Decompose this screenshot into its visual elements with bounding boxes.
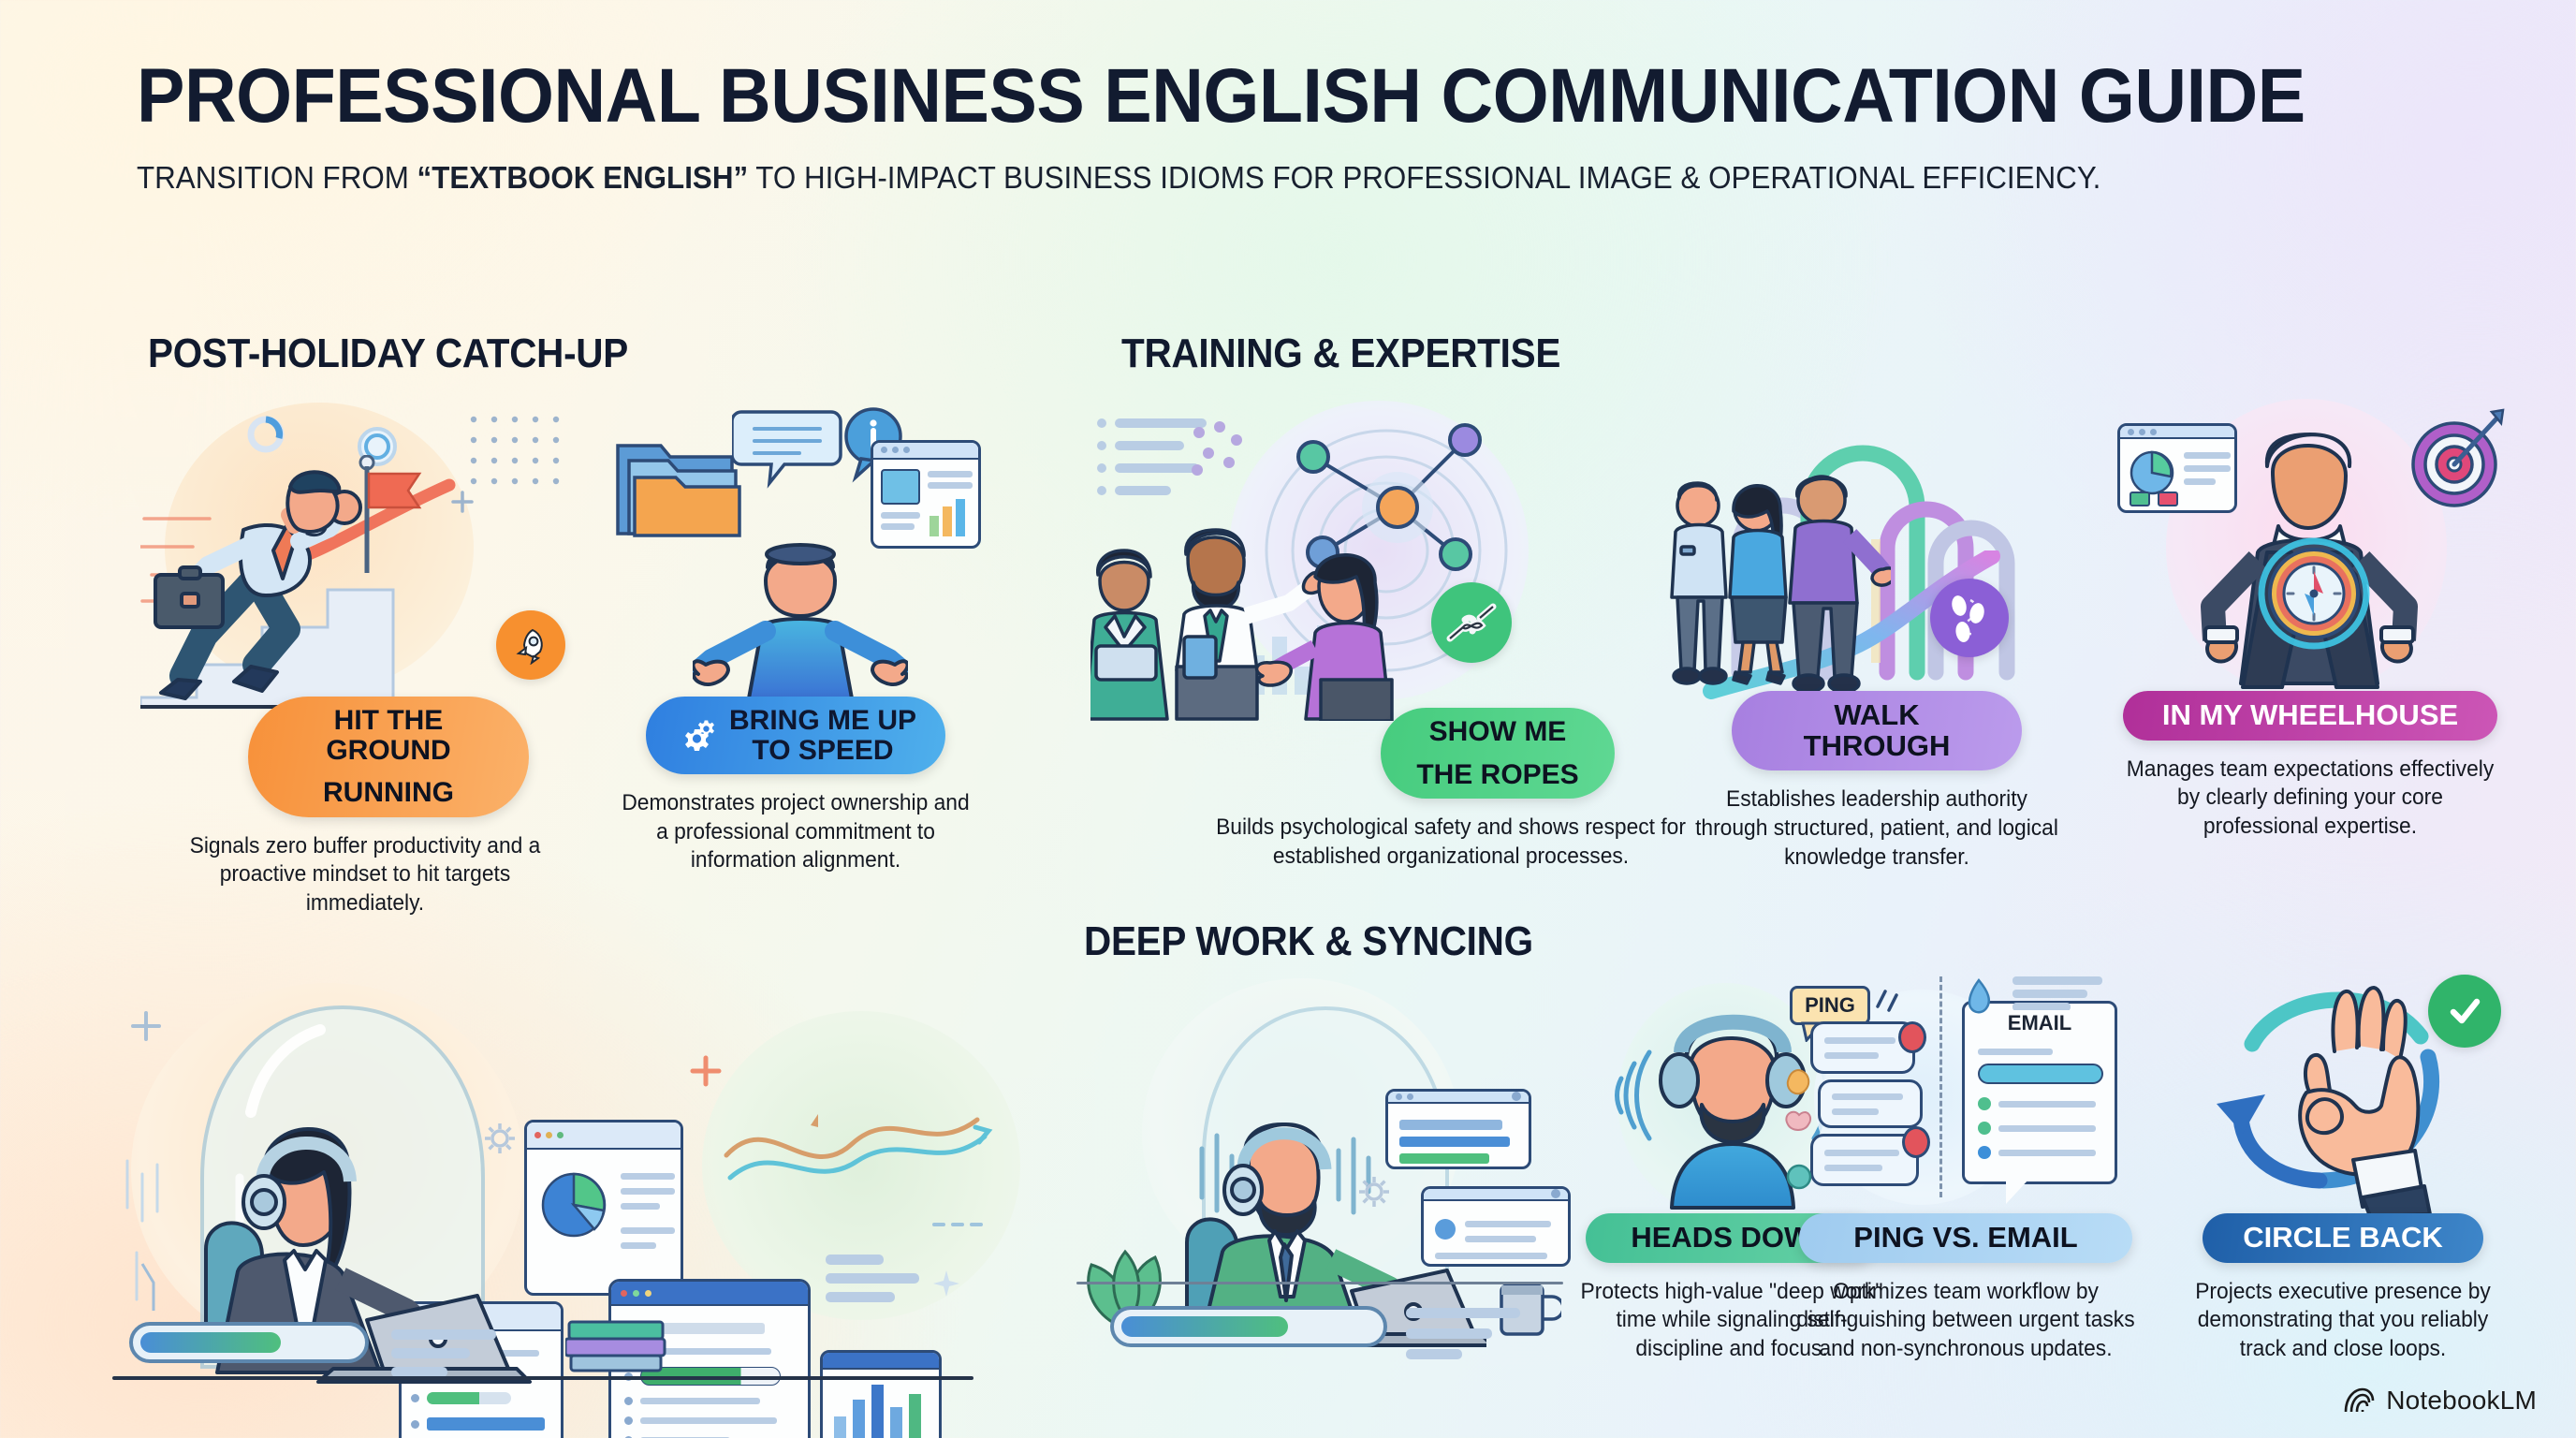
illustration-team-walking-through-arches-path xyxy=(1666,393,2087,702)
idiom-pill-show-me-the-ropes[interactable]: SHOW ME THE ROPES xyxy=(1381,708,1615,799)
card-show-me-the-ropes: SHOW ME THE ROPES Builds psychological s… xyxy=(1090,393,1686,871)
rope-knot-icon xyxy=(1431,582,1512,663)
divider xyxy=(1939,976,1942,1197)
pill-label-line1: IN MY WHEELHOUSE xyxy=(2161,698,2459,731)
pill-label-line2: RUNNING xyxy=(323,777,454,808)
card-description: Builds psychological safety and shows re… xyxy=(1216,814,1686,869)
idiom-pill-hit-the-ground-running[interactable]: HIT THE GROUND RUNNING xyxy=(248,697,529,817)
illustration-confident-executive-compass-target-dashboard xyxy=(2114,393,2507,702)
chat-bubble-2 xyxy=(1818,1079,1923,1128)
idiom-pill-in-my-wheelhouse[interactable]: IN MY WHEELHOUSE xyxy=(2123,691,2497,741)
illustration-ok-hand-gesture-circular-arrows xyxy=(2170,969,2516,1217)
pill-label-line1: WALK THROUGH xyxy=(1803,698,1951,762)
section-heading-training: TRAINING & EXPERTISE xyxy=(1121,330,1561,376)
card-heads-down: HEADS DOWN Protects high-value "deep wor… xyxy=(1563,983,1900,1364)
urgent-badge-2 xyxy=(1902,1126,1930,1158)
card-description: Optimizes team workflow by distinguishin… xyxy=(1796,1278,2135,1361)
hero-illustration-woman-headphones-laptop-dashboards xyxy=(103,946,1048,1438)
idiom-pill-ping-vs-email[interactable]: PING VS. EMAIL xyxy=(1799,1213,2132,1263)
email-panel: EMAIL xyxy=(1962,1001,2117,1204)
card-bring-me-up-to-speed: BRING ME UP TO SPEED Demonstrates projec… xyxy=(599,393,992,875)
urgent-badge-1 xyxy=(1898,1021,1926,1053)
section-heading-post-holiday: POST-HOLIDAY CATCH-UP xyxy=(148,330,629,376)
watermark: NotebookLM xyxy=(2343,1386,2537,1416)
card-description: Demonstrates project ownership and a pro… xyxy=(622,790,970,873)
pill-label-line1: CIRCLE BACK xyxy=(2243,1221,2443,1254)
ping-tag-label: PING xyxy=(1790,986,1870,1025)
chat-bubble-1 xyxy=(1810,1021,1915,1074)
chat-bubble-3 xyxy=(1810,1134,1919,1186)
illustration-running-businessman-stairs-flag xyxy=(140,393,590,712)
pill-label-line1: HEADS DOWN xyxy=(1631,1221,1833,1254)
pill-label-line2: THE ROPES xyxy=(1416,758,1579,790)
bar-chart-panel xyxy=(820,1350,942,1438)
illustration-person-open-hands-folders-info-dashboard xyxy=(599,393,992,712)
card-description: Establishes leadership authority through… xyxy=(1695,786,2058,870)
card-circle-back: CIRCLE BACK Projects executive presence … xyxy=(2170,969,2516,1364)
header: PROFESSIONAL BUSINESS ENGLISH COMMUNICAT… xyxy=(137,58,2496,195)
idiom-pill-walk-through[interactable]: WALK THROUGH xyxy=(1732,691,2022,771)
card-description: Protects high-value "deep work" time whi… xyxy=(1580,1278,1883,1361)
analytics-panel xyxy=(2117,423,2237,513)
rocket-icon xyxy=(496,610,565,680)
idiom-pill-bring-me-up-to-speed[interactable]: BRING ME UP TO SPEED xyxy=(646,697,945,774)
notebooklm-spiral-icon xyxy=(2344,1387,2375,1413)
card-description: Signals zero buffer productivity and a p… xyxy=(189,832,541,916)
notification-panel-bottom xyxy=(1421,1186,1571,1267)
pill-label-line1: SHOW ME xyxy=(1428,716,1567,747)
pill-label-line2: TO SPEED xyxy=(752,734,894,766)
card-hit-the-ground-running: HIT THE GROUND RUNNING Signals zero buff… xyxy=(140,393,590,918)
pill-label-line1: HIT THE GROUND xyxy=(326,705,451,766)
check-circle-icon xyxy=(2428,975,2501,1048)
section-heading-deep-work: DEEP WORK & SYNCING xyxy=(1084,918,1533,964)
watermark-label: NotebookLM xyxy=(2386,1386,2537,1415)
gears-icon xyxy=(684,720,714,751)
pie-chart-panel xyxy=(524,1120,683,1296)
subtitle-quoted: “TEXTBOOK ENGLISH” xyxy=(417,160,749,195)
footsteps-icon xyxy=(1930,579,2009,657)
illustration-chat-bubbles-versus-email-panel: PING EMAIL xyxy=(1778,969,2153,1217)
card-in-my-wheelhouse: IN MY WHEELHOUSE Manages team expectatio… xyxy=(2114,393,2507,842)
dashboard-panel xyxy=(871,440,981,549)
card-description: Projects executive presence by demonstra… xyxy=(2195,1278,2491,1361)
notification-panel-top xyxy=(1385,1089,1531,1169)
pill-label-line1: PING VS. EMAIL xyxy=(1853,1221,2078,1254)
hero-illustration-man-headphones-laptop-plant-mug xyxy=(1076,969,1601,1381)
pill-label-line1: BRING ME UP xyxy=(728,705,916,736)
page-title: PROFESSIONAL BUSINESS ENGLISH COMMUNICAT… xyxy=(137,53,2305,139)
subtitle-prefix: TRANSITION FROM xyxy=(137,160,417,195)
illustration-three-colleagues-network-diagram xyxy=(1090,393,1671,721)
card-walk-through: WALK THROUGH Establishes leadership auth… xyxy=(1666,393,2087,872)
idiom-pill-circle-back[interactable]: CIRCLE BACK xyxy=(2203,1213,2483,1263)
page-subtitle: TRANSITION FROM “TEXTBOOK ENGLISH” TO HI… xyxy=(137,160,2378,195)
card-description: Manages team expectations effectively by… xyxy=(2126,756,2495,839)
subtitle-suffix: TO HIGH-IMPACT BUSINESS IDIOMS FOR PROFE… xyxy=(748,160,2101,195)
card-ping-vs-email: PING EMAIL xyxy=(1778,969,2153,1364)
email-panel-label: EMAIL xyxy=(2007,1011,2072,1034)
